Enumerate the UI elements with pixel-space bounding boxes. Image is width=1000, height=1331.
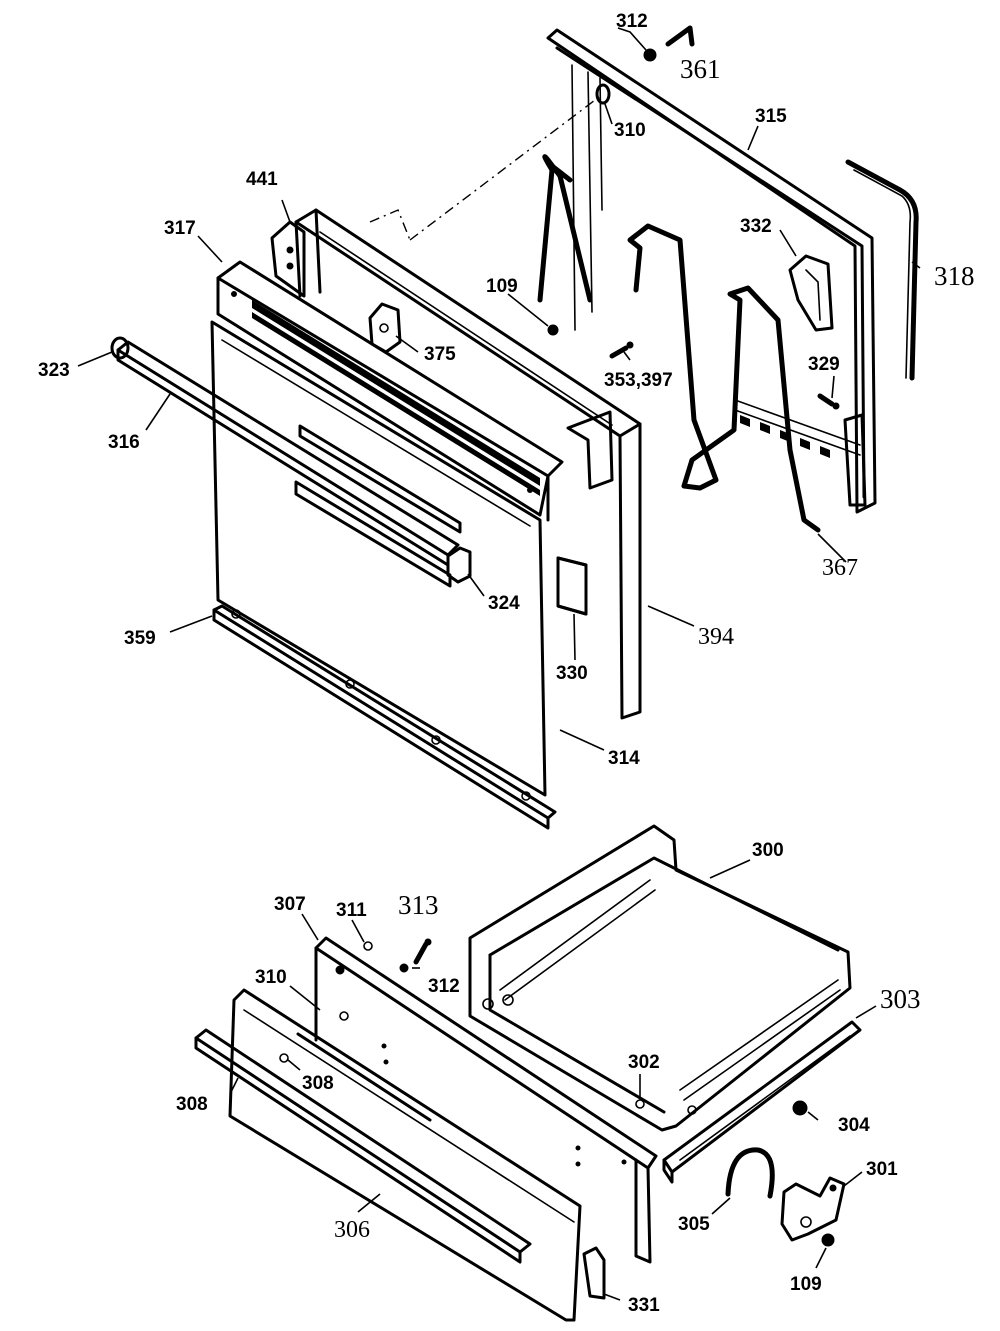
label-302: 302 bbox=[628, 1052, 660, 1073]
part-361-pin bbox=[665, 25, 695, 47]
part-310-clip bbox=[595, 83, 611, 105]
label-367: 367 bbox=[822, 555, 858, 581]
part-332-latch-block bbox=[788, 254, 834, 332]
part-318-gasket bbox=[845, 159, 919, 381]
part-316-door-handle bbox=[116, 340, 460, 567]
part-308-drawer-handle bbox=[194, 1028, 532, 1264]
part-367-racks bbox=[537, 154, 821, 533]
part-330-label bbox=[556, 556, 588, 616]
part-394-outer-frame bbox=[294, 208, 642, 720]
part-labels: 312 361 310 315 441 317 332 318 109 375 … bbox=[38, 11, 975, 1316]
part-304-washer bbox=[792, 1100, 808, 1116]
label-353-397: 353,397 bbox=[604, 370, 673, 391]
label-306: 306 bbox=[334, 1217, 370, 1243]
label-305: 305 bbox=[678, 1214, 710, 1235]
part-324-handle-end-cap bbox=[446, 546, 472, 584]
label-441: 441 bbox=[246, 169, 278, 190]
label-313: 313 bbox=[398, 890, 439, 920]
label-314: 314 bbox=[608, 748, 640, 769]
label-331: 331 bbox=[628, 1295, 660, 1316]
label-329: 329 bbox=[808, 354, 840, 375]
label-312-lower: 312 bbox=[428, 976, 460, 997]
part-300-drawer-body bbox=[468, 824, 852, 1132]
part-323-handle-end-cap bbox=[110, 336, 130, 360]
label-312-top: 312 bbox=[616, 11, 648, 32]
part-329-screw bbox=[817, 393, 840, 410]
label-310-lower: 310 bbox=[255, 967, 287, 988]
part-317-vent-trim bbox=[216, 260, 564, 522]
label-324: 324 bbox=[488, 593, 520, 614]
part-305-spring bbox=[725, 1147, 775, 1199]
part-313-bolt bbox=[413, 938, 432, 965]
part-302-screw bbox=[635, 1099, 645, 1109]
label-394: 394 bbox=[698, 624, 734, 650]
label-318: 318 bbox=[934, 261, 975, 291]
label-308-handle: 308 bbox=[176, 1094, 208, 1115]
part-312-screw-top bbox=[643, 48, 657, 62]
part-306-drawer-front bbox=[228, 988, 627, 1322]
part-301-bracket bbox=[780, 1176, 846, 1242]
part-331-clip bbox=[582, 1246, 606, 1300]
label-316: 316 bbox=[108, 432, 140, 453]
part-353-397-screw bbox=[609, 341, 634, 359]
part-307-drawer-frame bbox=[314, 936, 658, 1264]
label-308-inner: 308 bbox=[302, 1073, 334, 1094]
label-315: 315 bbox=[755, 106, 787, 127]
part-109-screw-lower bbox=[821, 1233, 835, 1247]
part-359-bottom-trim bbox=[212, 604, 557, 830]
label-310-top: 310 bbox=[614, 120, 646, 141]
part-315-inner-door-panel bbox=[546, 28, 877, 514]
label-303: 303 bbox=[880, 984, 921, 1014]
label-109-upper: 109 bbox=[486, 276, 518, 297]
part-303-drawer-slide bbox=[662, 1020, 862, 1184]
part-109-screw-upper bbox=[547, 324, 559, 336]
label-359: 359 bbox=[124, 628, 156, 649]
label-304: 304 bbox=[838, 1115, 870, 1136]
label-109-lower: 109 bbox=[790, 1274, 822, 1295]
part-311-screw bbox=[363, 941, 373, 951]
leader-lines bbox=[77, 27, 921, 1301]
label-301: 301 bbox=[866, 1159, 898, 1180]
part-312-nut bbox=[399, 963, 409, 973]
label-375: 375 bbox=[424, 344, 456, 365]
label-361: 361 bbox=[680, 54, 721, 84]
label-332: 332 bbox=[740, 216, 772, 237]
label-323: 323 bbox=[38, 360, 70, 381]
label-300: 300 bbox=[752, 840, 784, 861]
label-317: 317 bbox=[164, 218, 196, 239]
label-307: 307 bbox=[274, 894, 306, 915]
label-311: 311 bbox=[336, 900, 367, 921]
label-330: 330 bbox=[556, 663, 588, 684]
